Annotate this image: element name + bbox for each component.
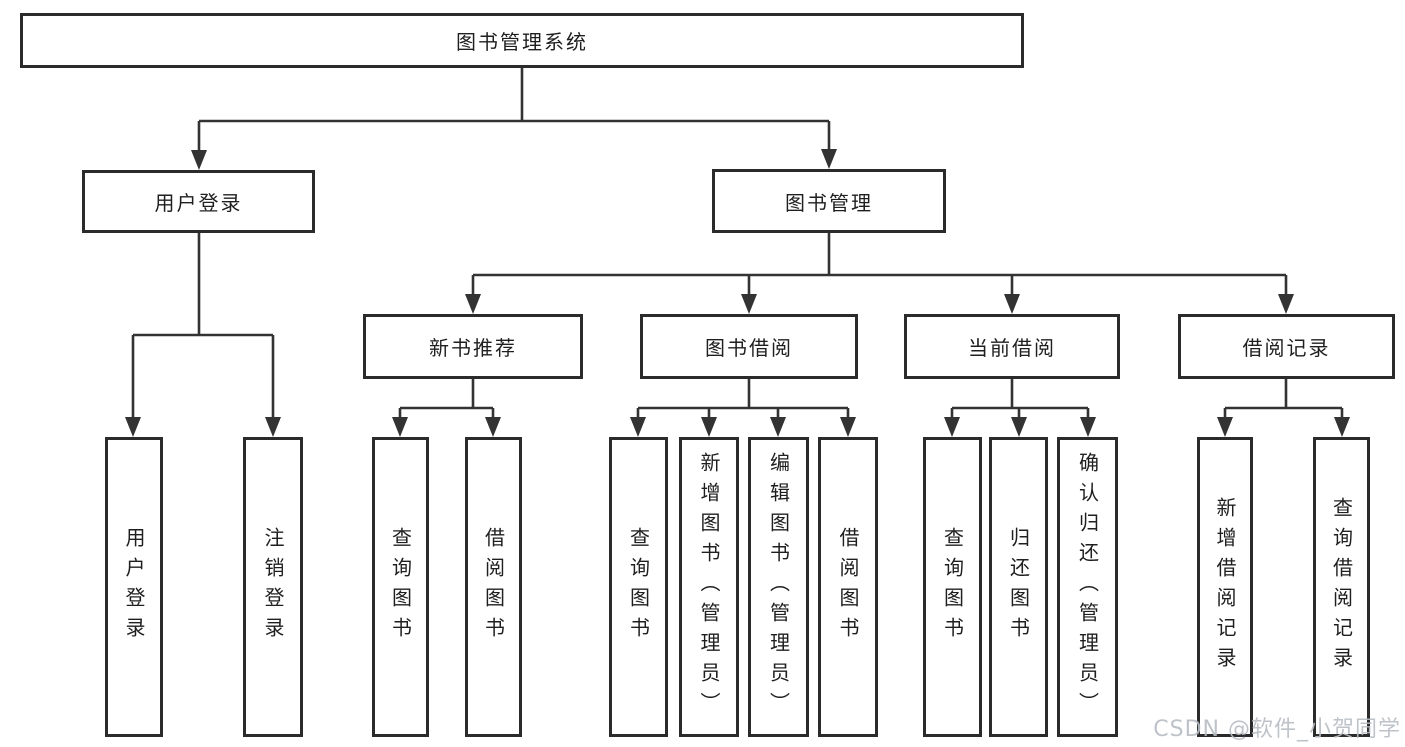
node-user-login: 用户登录 [82,170,315,233]
node-label: 用户登录 [154,191,243,215]
leaf-label: 归还图书 [1006,527,1031,647]
leaf-label: 查询图书 [388,527,413,647]
leaf-borrow-query-books: 查询图书 [609,437,668,737]
leaf-label: 编辑图书（管理员） [766,452,791,722]
leaf-logout: 注销登录 [243,437,303,737]
leaf-label: 借阅图书 [836,527,860,647]
leaf-query-borrow-record: 查询借阅记录 [1313,437,1370,737]
node-label: 图书管理 [785,190,873,215]
node-new-book-recommend: 新书推荐 [363,314,583,379]
node-current-borrow: 当前借阅 [904,314,1120,379]
leaf-label: 注销登录 [261,527,285,647]
leaf-label: 新增图书（管理员） [697,452,721,722]
leaf-current-query-books: 查询图书 [923,437,982,737]
leaf-label: 查询借阅记录 [1329,497,1354,677]
leaf-add-books-admin: 新增图书（管理员） [679,437,739,737]
leaf-borrow-books: 借阅图书 [818,437,878,737]
leaf-edit-books-admin: 编辑图书（管理员） [748,437,809,737]
leaf-label: 确认归还（管理员） [1075,452,1100,722]
leaf-return-books: 归还图书 [989,437,1048,737]
node-book-management: 图书管理 [712,169,946,233]
node-label: 当前借阅 [968,336,1056,360]
node-book-borrow: 图书借阅 [640,314,858,379]
leaf-add-borrow-record: 新增借阅记录 [1197,437,1253,737]
node-label: 图书管理系统 [456,30,588,54]
node-label: 图书借阅 [705,336,793,360]
leaf-label: 查询图书 [626,527,651,647]
leaf-recommend-borrow-books: 借阅图书 [465,437,522,737]
connector-lines [131,68,1344,420]
leaf-user-login: 用户登录 [105,437,163,737]
leaf-recommend-query-books: 查询图书 [372,437,429,737]
node-label: 新书推荐 [429,336,517,360]
node-label: 借阅记录 [1242,336,1331,360]
leaf-label: 查询图书 [940,527,965,647]
node-borrow-records: 借阅记录 [1178,314,1395,379]
leaf-label: 新增借阅记录 [1213,497,1237,677]
leaf-label: 借阅图书 [481,527,506,647]
node-root-system: 图书管理系统 [20,13,1024,68]
leaf-label: 用户登录 [122,527,146,647]
csdn-watermark: CSDN @软件_小贺同学 [1153,717,1401,742]
leaf-confirm-return-admin: 确认归还（管理员） [1057,437,1118,737]
